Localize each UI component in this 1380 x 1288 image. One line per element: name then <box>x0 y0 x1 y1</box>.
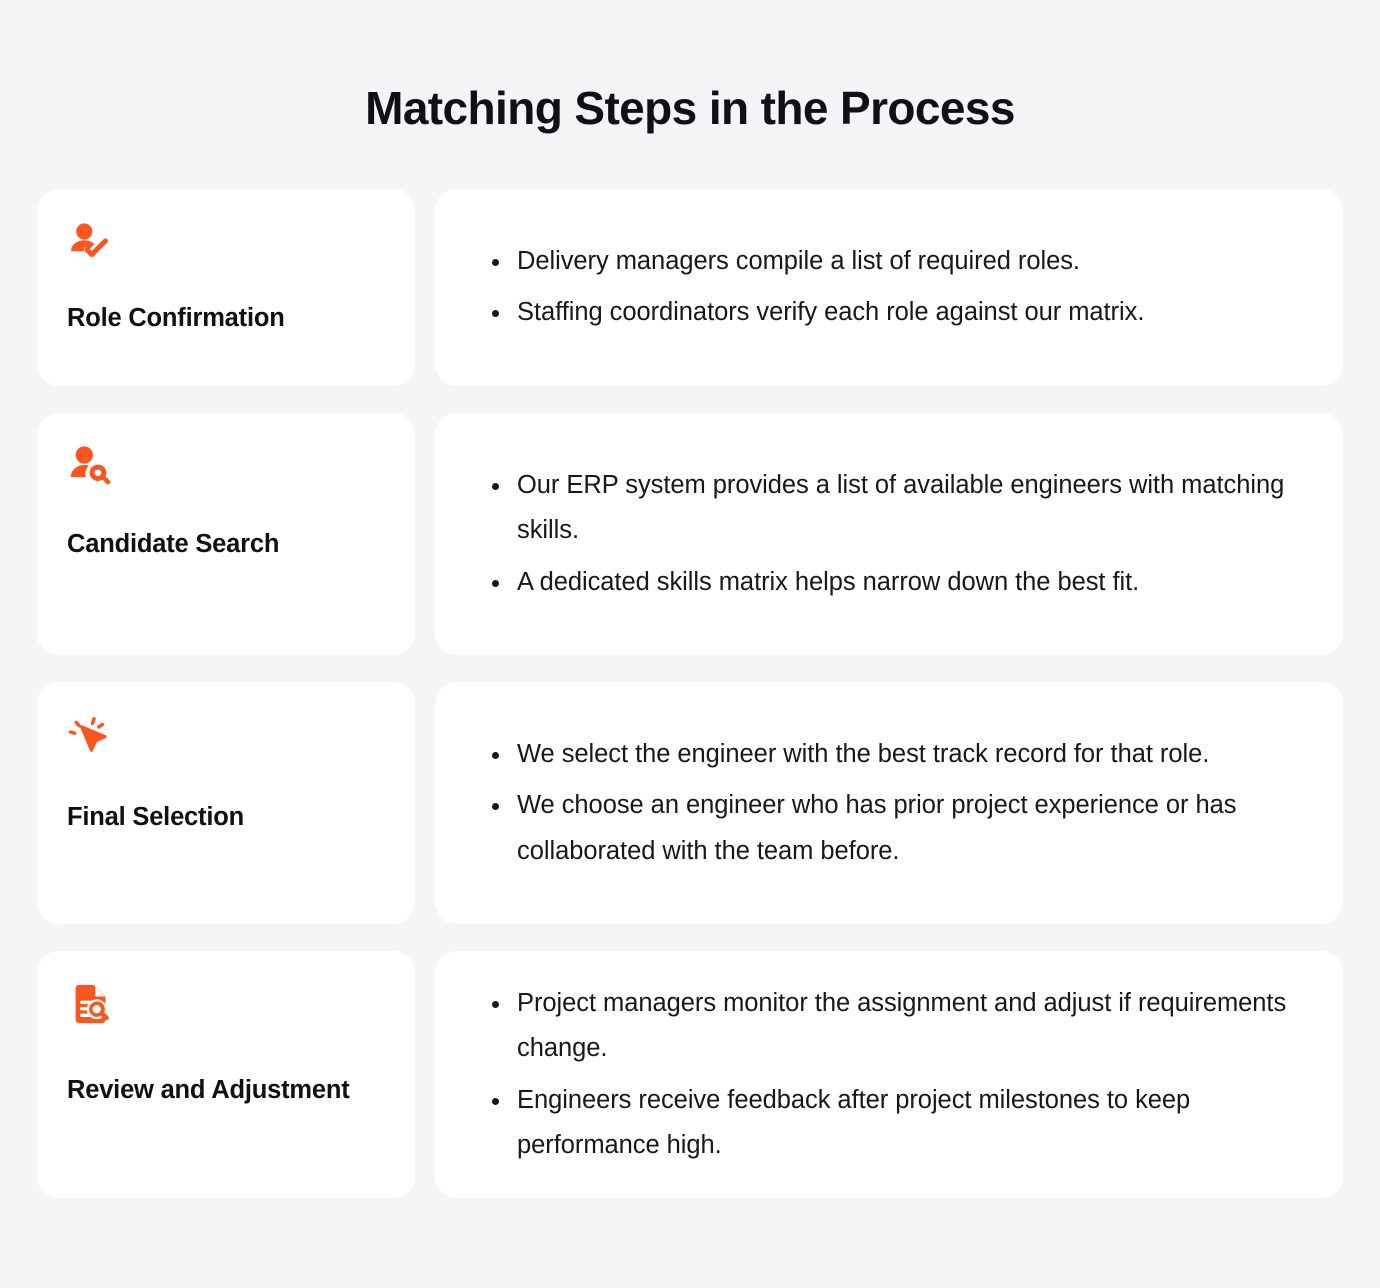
document-search-icon <box>67 981 113 1027</box>
list-item: A dedicated skills matrix helps narrow d… <box>479 560 1299 605</box>
list-item: Staffing coordinators verify each role a… <box>479 290 1299 335</box>
step-title: Role Confirmation <box>67 303 285 332</box>
step-bullets: Project managers monitor the assignment … <box>479 981 1299 1169</box>
list-item: We choose an engineer who has prior proj… <box>479 783 1299 874</box>
person-search-icon <box>67 443 113 489</box>
step-body-card-3: We select the engineer with the best tra… <box>435 681 1343 924</box>
step-title: Final Selection <box>67 802 244 831</box>
step-body-card-1: Delivery managers compile a list of requ… <box>435 188 1343 386</box>
step-bullets: Delivery managers compile a list of requ… <box>479 239 1299 336</box>
step-body-card-2: Our ERP system provides a list of availa… <box>435 412 1343 655</box>
list-item: We select the engineer with the best tra… <box>479 732 1299 777</box>
person-check-icon <box>67 219 113 265</box>
step-bullets: Our ERP system provides a list of availa… <box>479 463 1299 605</box>
steps-list: Role Confirmation Delivery managers comp… <box>37 188 1343 1199</box>
step-title: Review and Adjustment <box>67 1075 350 1104</box>
list-item: Our ERP system provides a list of availa… <box>479 463 1299 554</box>
step-row: Final Selection We select the engineer w… <box>37 681 1343 924</box>
page-title: Matching Steps in the Process <box>365 82 1015 134</box>
step-bullets: We select the engineer with the best tra… <box>479 732 1299 874</box>
step-label-card-1: Role Confirmation <box>37 188 415 386</box>
step-row: Role Confirmation Delivery managers comp… <box>37 188 1343 386</box>
step-row: Candidate Search Our ERP system provides… <box>37 412 1343 655</box>
step-row: Review and Adjustment Project managers m… <box>37 950 1343 1199</box>
step-label-card-2: Candidate Search <box>37 412 415 655</box>
cursor-click-icon <box>67 712 113 758</box>
step-label-card-3: Final Selection <box>37 681 415 924</box>
list-item: Delivery managers compile a list of requ… <box>479 239 1299 284</box>
step-body-card-4: Project managers monitor the assignment … <box>435 950 1343 1199</box>
step-label-card-4: Review and Adjustment <box>37 950 415 1199</box>
step-title: Candidate Search <box>67 529 280 558</box>
list-item: Engineers receive feedback after project… <box>479 1078 1299 1169</box>
list-item: Project managers monitor the assignment … <box>479 981 1299 1072</box>
